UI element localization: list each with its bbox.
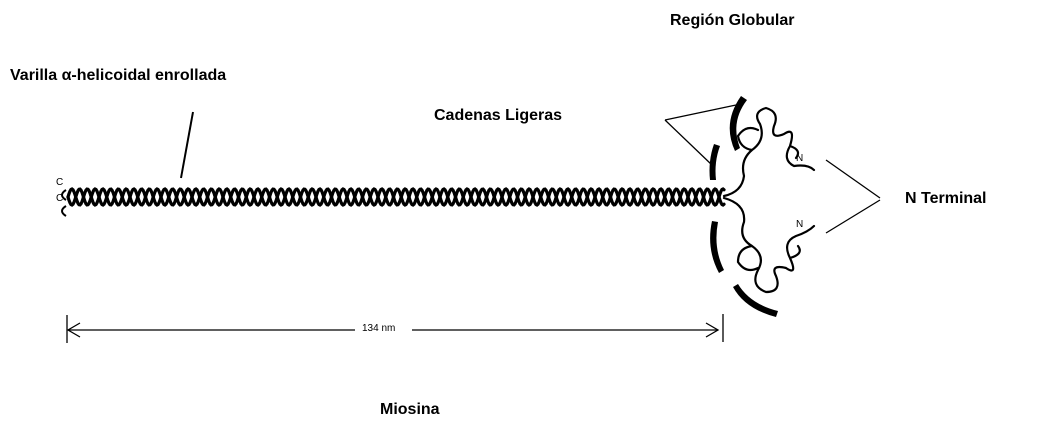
- diagram-title: Miosina: [380, 402, 440, 418]
- rod-label-pointer: [181, 112, 193, 178]
- c-top-label: C: [56, 178, 63, 188]
- length-label: 134 nm: [362, 324, 395, 334]
- globular-heads: [724, 108, 814, 292]
- light-chains-label: Cadenas Ligeras: [434, 108, 562, 124]
- light-chain-pointers: [665, 105, 736, 165]
- rod-label: Varilla α-helicoidal enrollada: [10, 68, 226, 84]
- n-lower-label: N: [796, 220, 803, 230]
- n-terminal-label: N Terminal: [905, 191, 987, 207]
- region-globular-label: Región Globular: [670, 13, 794, 29]
- coiled-coil-rod: [68, 189, 724, 205]
- n-terminal-pointers: [826, 160, 880, 233]
- n-upper-label: N: [796, 154, 803, 164]
- c-bottom-label: C: [56, 194, 63, 204]
